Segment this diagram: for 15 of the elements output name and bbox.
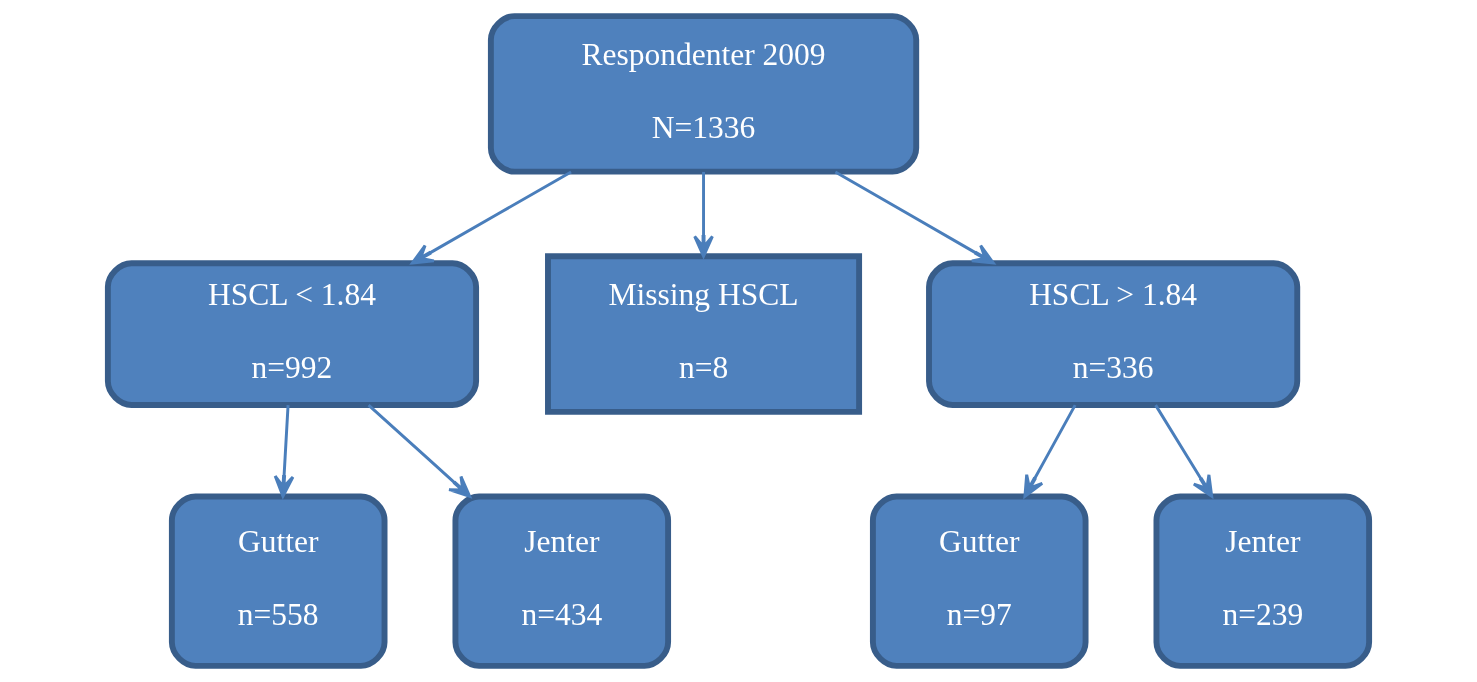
arrow (1154, 404, 1214, 498)
node-box: Jenter n=239 (1153, 493, 1373, 669)
arrow (1023, 404, 1077, 498)
arrow (367, 404, 472, 498)
node-box: Gutter n=558 (168, 493, 388, 669)
node-box: Missing HSCL n=8 (545, 253, 863, 415)
arrow (834, 170, 995, 265)
node-box: Jenter n=434 (452, 493, 672, 669)
arrow (410, 170, 572, 265)
node-box: Gutter n=97 (869, 493, 1089, 669)
node-box: HSCL > 1.84 n=336 (926, 260, 1301, 408)
node-box: HSCL < 1.84 n=992 (104, 260, 480, 408)
arrow (693, 171, 714, 258)
arrow (273, 405, 295, 498)
node-box: Respondenter 2009 N=1336 (487, 13, 920, 175)
